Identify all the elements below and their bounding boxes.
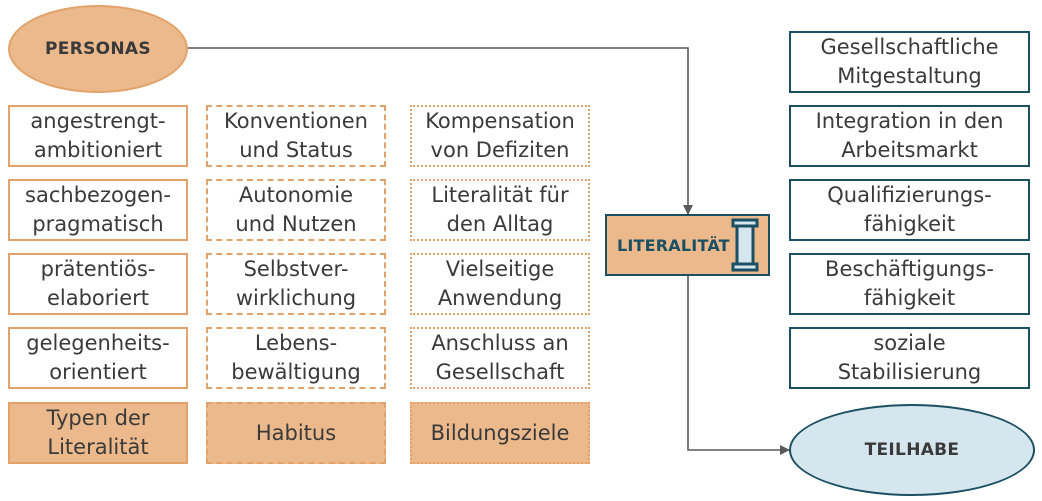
literalitaet-label: LITERALITÄT [617,235,730,255]
typ-box-3: prätentiös- elaboriert [8,253,188,315]
teilhabe-label: TEILHABE [864,440,960,460]
scroll-icon [730,218,760,276]
habitus-box-4: Lebens- bewältigung [206,327,386,389]
bildungsziel-box-2: Literalität für den Alltag [410,179,590,241]
habitus-box-1: Konventionen und Status [206,105,386,167]
bildungsziel-box-4: Anschluss an Gesellschaft [410,327,590,389]
personas-oval: PERSONAS [8,5,188,93]
bildungsziele-header-box: Bildungsziele [410,402,590,464]
arrow-literalitaet-to-teilhabe [687,276,790,455]
teilhabe-oval: TEILHABE [789,404,1035,496]
outcome-box-5: soziale Stabilisierung [789,327,1030,389]
literalitaet-box: LITERALITÄT [605,214,770,276]
typ-box-2: sachbezogen- pragmatisch [8,179,188,241]
typ-box-1: angestrengt- ambitioniert [8,105,188,167]
personas-label: PERSONAS [45,39,151,59]
outcome-box-3: Qualifizierungs- fähigkeit [789,179,1030,241]
outcome-box-1: Gesellschaftliche Mitgestaltung [789,31,1030,93]
bildungsziel-box-1: Kompensation von Defiziten [410,105,590,167]
habitus-header-box: Habitus [206,402,386,464]
typ-box-4: gelegenheits- orientiert [8,327,188,389]
arrow-personas-to-literalitaet [188,47,693,215]
outcome-box-4: Beschäftigungs- fähigkeit [789,253,1030,315]
habitus-box-2: Autonomie und Nutzen [206,179,386,241]
bildungsziel-box-3: Vielseitige Anwendung [410,253,590,315]
typen-header-box: Typen der Literalität [8,402,188,464]
habitus-box-3: Selbstver- wirklichung [206,253,386,315]
outcome-box-2: Integration in den Arbeitsmarkt [789,105,1030,167]
